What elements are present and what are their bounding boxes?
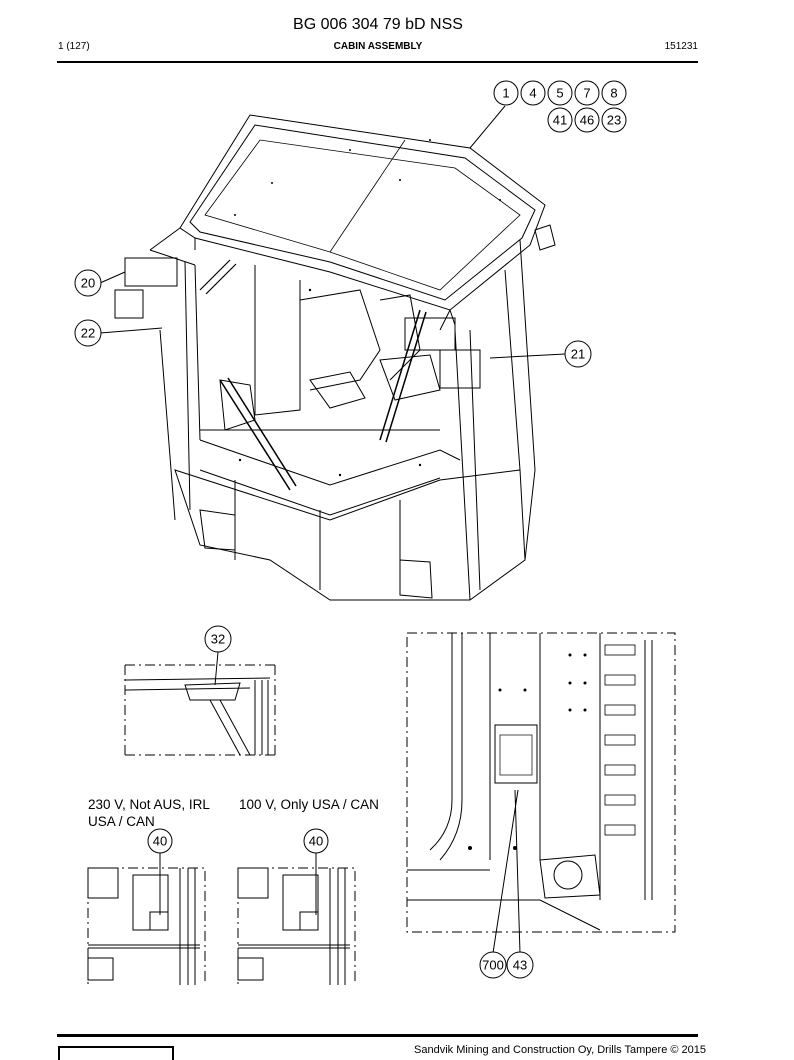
callout-label: 46 [580, 113, 594, 128]
callout-label: 32 [211, 632, 225, 647]
footer-rule [57, 1034, 698, 1037]
callout-23: 23 [601, 107, 627, 133]
callout-label: 43 [513, 958, 527, 973]
callout-8: 8 [601, 80, 627, 106]
callout-7: 7 [574, 80, 600, 106]
callout-32: 32 [204, 625, 232, 653]
document-number: BG 006 304 79 bD NSS [293, 16, 463, 33]
detail-view-32 [124, 651, 276, 756]
callout-label: 5 [556, 86, 563, 101]
document-code: 151231 [664, 41, 698, 52]
callout-700: 700 [479, 951, 507, 979]
callout-label: 8 [610, 86, 617, 101]
callout-label: 1 [502, 86, 509, 101]
callout-label: 22 [81, 326, 95, 341]
sandvik-logo [58, 1046, 174, 1060]
callout-40-left: 40 [147, 828, 173, 854]
caption-230v: 230 V, Not AUS, IRL USA / CAN [88, 797, 210, 829]
section-title: CABIN ASSEMBLY [333, 41, 423, 52]
detail-view-40-left [87, 852, 206, 985]
callout-1: 1 [493, 80, 519, 106]
callout-41: 41 [547, 107, 573, 133]
callout-label: 21 [571, 347, 585, 362]
callout-label: 41 [553, 113, 567, 128]
callout-20: 20 [74, 269, 102, 297]
cabin-main-view [99, 105, 566, 601]
callout-label: 20 [81, 276, 95, 291]
footer-copyright: Sandvik Mining and Construction Oy, Dril… [414, 1044, 706, 1056]
callout-21: 21 [564, 340, 592, 368]
callout-46: 46 [574, 107, 600, 133]
header-rule [57, 61, 698, 63]
callout-label: 40 [309, 834, 323, 849]
page-number: 1 (127) [58, 41, 90, 52]
callout-label: 4 [529, 86, 536, 101]
callout-22: 22 [74, 319, 102, 347]
detail-view-43 [406, 632, 676, 954]
callout-label: 7 [583, 86, 590, 101]
callout-label: 700 [482, 958, 504, 973]
callout-label: 40 [153, 834, 167, 849]
callout-40-right: 40 [303, 828, 329, 854]
detail-view-40-right [237, 852, 356, 985]
callout-4: 4 [520, 80, 546, 106]
callout-label: 23 [607, 113, 621, 128]
callout-43: 43 [506, 951, 534, 979]
callout-5: 5 [547, 80, 573, 106]
caption-100v: 100 V, Only USA / CAN [239, 797, 379, 812]
callout-group: 1 4 5 7 8 41 46 23 20 22 21 32 40 40 700… [74, 80, 627, 979]
